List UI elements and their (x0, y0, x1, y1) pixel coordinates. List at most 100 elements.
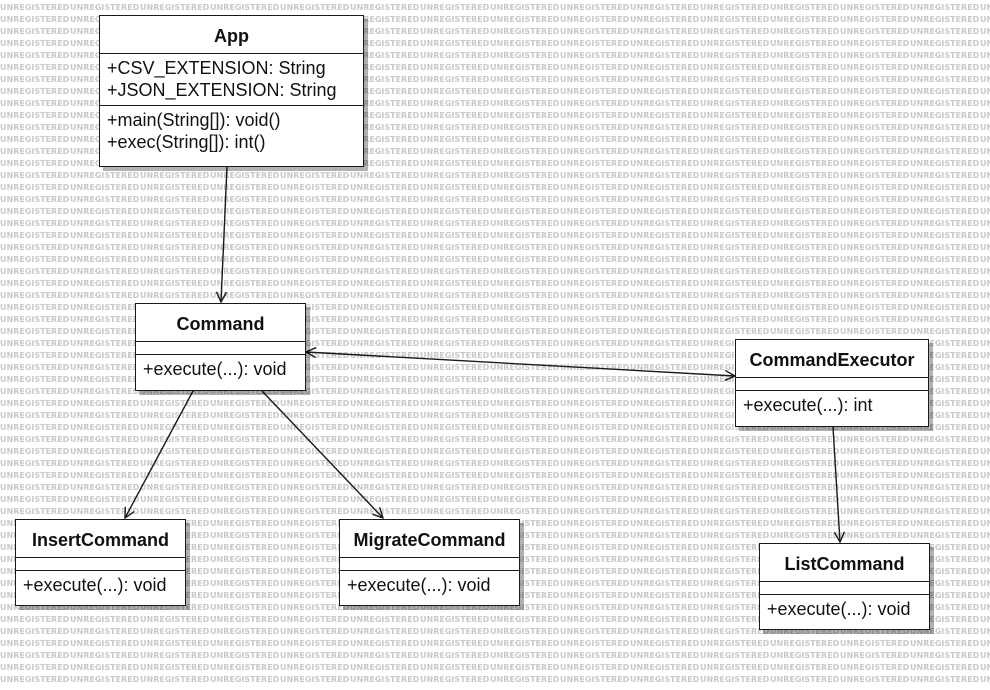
watermark-text: UNREGISTERED (350, 675, 420, 684)
class-command[interactable]: Command +execute(...): void (135, 303, 306, 391)
watermark-text: UNREGISTERED (560, 591, 630, 600)
watermark-text: UNREGISTERED (70, 447, 140, 456)
watermark-text: UNREGISTERED (840, 27, 910, 36)
operation: +execute(...): void (143, 359, 287, 379)
attributes-compartment (760, 581, 929, 594)
watermark-text: UNREGISTERED (840, 639, 910, 648)
watermark-text: UNREGISTERED (490, 39, 560, 48)
class-command-executor[interactable]: CommandExecutor +execute(...): int (735, 339, 929, 427)
watermark-text: UNREGISTERED (980, 615, 990, 624)
watermark-text: UNREGISTERED (910, 327, 980, 336)
watermark-text: UNREGISTERED (210, 231, 280, 240)
watermark-text: UNREGISTERED (210, 639, 280, 648)
watermark-text: UNREGISTERED (630, 159, 700, 168)
watermark-text: UNREGISTERED (910, 603, 980, 612)
watermark-text: UNREGISTERED (980, 567, 990, 576)
watermark-text: UNREGISTERED (0, 207, 70, 216)
watermark-text: UNREGISTERED (630, 75, 700, 84)
class-insert-command[interactable]: InsertCommand +execute(...): void (15, 519, 186, 606)
watermark-text: UNREGISTERED (700, 219, 770, 228)
watermark-text: UNREGISTERED (630, 219, 700, 228)
watermark-text: UNREGISTERED (980, 351, 990, 360)
watermark-text: UNREGISTERED (490, 243, 560, 252)
watermark-text: UNREGISTERED (0, 447, 70, 456)
watermark-text: UNREGISTERED (210, 651, 280, 660)
watermark-text: UNREGISTERED (770, 123, 840, 132)
watermark-text: UNREGISTERED (490, 195, 560, 204)
watermark-text: UNREGISTERED (560, 291, 630, 300)
watermark-text: UNREGISTERED (910, 663, 980, 672)
watermark-text: UNREGISTERED (840, 255, 910, 264)
watermark-text: UNREGISTERED (350, 123, 420, 132)
watermark-text: UNREGISTERED (420, 447, 490, 456)
watermark-text: UNREGISTERED (490, 327, 560, 336)
watermark-text: UNREGISTERED (630, 363, 700, 372)
watermark-text: UNREGISTERED (210, 387, 280, 396)
watermark-text: UNREGISTERED (700, 627, 770, 636)
watermark-text: UNREGISTERED (280, 663, 350, 672)
watermark-text: UNREGISTERED (770, 231, 840, 240)
watermark-text: UNREGISTERED (280, 435, 350, 444)
watermark-text: UNREGISTERED (700, 123, 770, 132)
watermark-text: UNREGISTERED (630, 27, 700, 36)
watermark-text: UNREGISTERED (140, 243, 210, 252)
watermark-text: UNREGISTERED (560, 531, 630, 540)
watermark-text: UNREGISTERED (700, 483, 770, 492)
watermark-text: UNREGISTERED (840, 459, 910, 468)
watermark-text: UNREGISTERED (490, 303, 560, 312)
watermark-text: UNREGISTERED (350, 495, 420, 504)
watermark-text: UNREGISTERED (700, 39, 770, 48)
watermark-text: UNREGISTERED (980, 87, 990, 96)
operations-compartment: +execute(...): void (760, 594, 929, 624)
watermark-text: UNREGISTERED (560, 543, 630, 552)
class-app[interactable]: App +CSV_EXTENSION: String +JSON_EXTENSI… (99, 15, 364, 167)
watermark-text: UNREGISTERED (910, 135, 980, 144)
watermark-text: UNREGISTERED (700, 519, 770, 528)
watermark-text: UNREGISTERED (630, 231, 700, 240)
watermark-text: UNREGISTERED (420, 207, 490, 216)
watermark-text: UNREGISTERED (280, 471, 350, 480)
class-migrate-command[interactable]: MigrateCommand +execute(...): void (339, 519, 520, 606)
class-name: ListCommand (784, 554, 905, 574)
watermark-text: UNREGISTERED (350, 279, 420, 288)
operation: +execute(...): void (23, 575, 167, 595)
watermark-text: UNREGISTERED (0, 351, 70, 360)
watermark-text: UNREGISTERED (0, 411, 70, 420)
watermark-text: UNREGISTERED (910, 447, 980, 456)
watermark-text: UNREGISTERED (560, 99, 630, 108)
watermark-text: UNREGISTERED (420, 375, 490, 384)
watermark-text: UNREGISTERED (0, 639, 70, 648)
watermark-text: UNREGISTERED (350, 663, 420, 672)
watermark-text: UNREGISTERED (490, 375, 560, 384)
watermark-text: UNREGISTERED (630, 603, 700, 612)
watermark-text: UNREGISTERED (840, 147, 910, 156)
watermark-text: UNREGISTERED (910, 627, 980, 636)
watermark-text: UNREGISTERED (980, 303, 990, 312)
watermark-text: UNREGISTERED (350, 243, 420, 252)
watermark-text: UNREGISTERED (0, 375, 70, 384)
operations-compartment: +execute(...): void (340, 570, 519, 600)
watermark-text: UNREGISTERED (980, 387, 990, 396)
class-name: CommandExecutor (749, 350, 915, 370)
watermark-text: UNREGISTERED (630, 627, 700, 636)
watermark-text: UNREGISTERED (210, 507, 280, 516)
watermark-text: UNREGISTERED (840, 207, 910, 216)
watermark-text: UNREGISTERED (0, 303, 70, 312)
watermark-text: UNREGISTERED (490, 291, 560, 300)
watermark-text: UNREGISTERED (770, 303, 840, 312)
watermark-text: UNREGISTERED (350, 63, 420, 72)
watermark-text: UNREGISTERED (770, 255, 840, 264)
watermark-text: UNREGISTERED (280, 675, 350, 684)
watermark-text: UNREGISTERED (280, 507, 350, 516)
class-list-command[interactable]: ListCommand +execute(...): void (759, 543, 930, 630)
watermark-text: UNREGISTERED (560, 435, 630, 444)
watermark-text: UNREGISTERED (630, 195, 700, 204)
watermark-text: UNREGISTERED (980, 183, 990, 192)
watermark-text: UNREGISTERED (980, 471, 990, 480)
watermark-text: UNREGISTERED (770, 435, 840, 444)
watermark-text: UNREGISTERED (210, 591, 280, 600)
watermark-text: UNREGISTERED (980, 75, 990, 84)
watermark-text: UNREGISTERED (70, 219, 140, 228)
watermark-text: UNREGISTERED (700, 651, 770, 660)
watermark-text: UNREGISTERED (840, 183, 910, 192)
